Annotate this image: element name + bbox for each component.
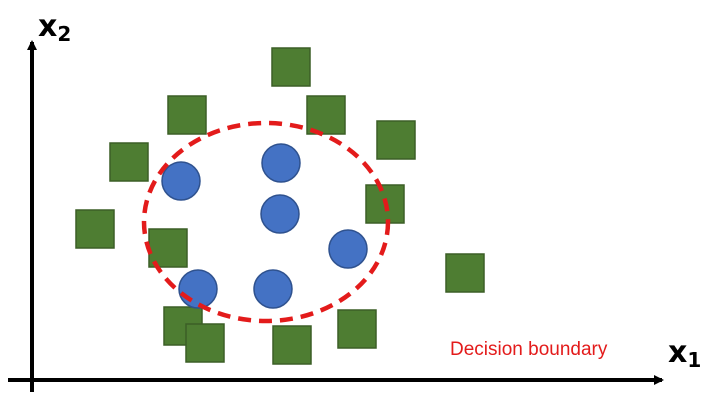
green-square [306,95,346,135]
green-square [167,95,207,135]
blue-circle [261,143,301,183]
green-square [272,325,312,365]
green-square [445,253,485,293]
blue-circle [328,229,368,269]
blue-circle [161,161,201,201]
green-square [75,209,115,249]
green-square [376,120,416,160]
green-square [185,323,225,363]
blue-circle [260,194,300,234]
y-axis-label: x2 [38,9,71,46]
decision-boundary-ellipse [141,120,391,324]
green-square [337,309,377,349]
decision-boundary-label: Decision boundary [450,339,608,360]
green-squares [75,47,485,365]
green-square [271,47,311,87]
green-square [109,142,149,182]
blue-circle [178,269,218,309]
blue-circles [161,143,368,309]
x-axis-label: x1 [668,335,701,372]
blue-circle [253,269,293,309]
